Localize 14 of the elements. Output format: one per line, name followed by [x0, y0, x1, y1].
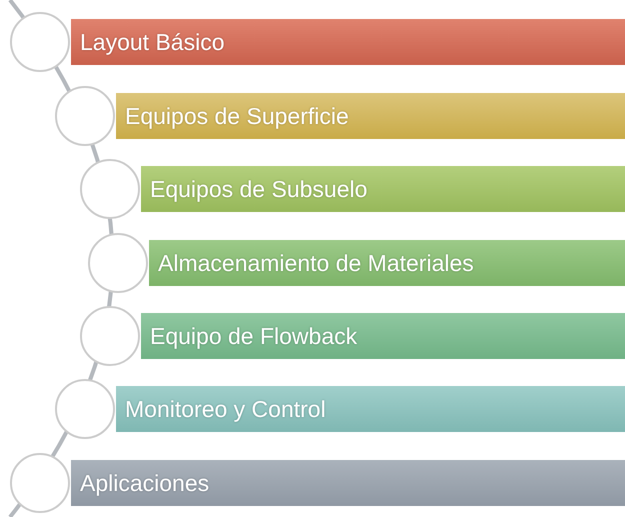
list-bar — [116, 93, 625, 139]
list-item-text: Aplicaciones — [80, 470, 210, 496]
list-bar — [149, 240, 625, 286]
list-item-text: Monitoreo y Control — [125, 396, 326, 422]
list-item-text: Layout Básico — [80, 28, 224, 56]
list-bar — [71, 460, 625, 506]
list-bar — [116, 386, 625, 432]
list-bar — [71, 19, 625, 65]
list-bar — [141, 166, 625, 212]
list-item-text: Equipos de Subsuelo — [150, 176, 368, 202]
list-item-text: Equipo de Flowback — [150, 322, 358, 350]
list-bar — [141, 313, 625, 359]
list-item-text: Equipos de Superficie — [125, 102, 349, 130]
list-item-text: Almacenamiento de Materiales — [158, 250, 474, 276]
